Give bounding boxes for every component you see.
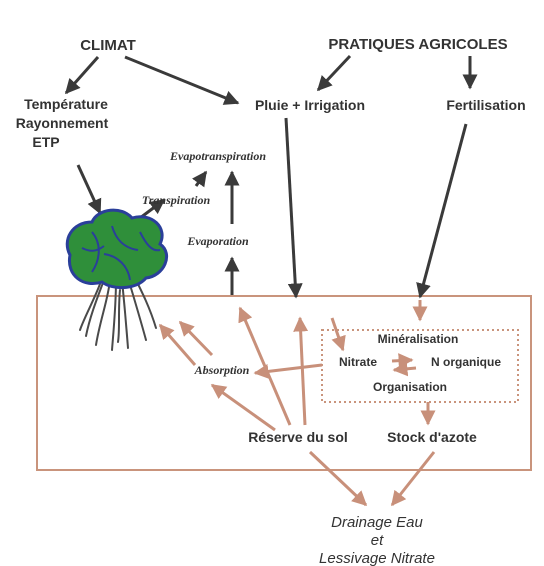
temperature-label: Température	[24, 96, 108, 112]
arrow-climat-to-pluie	[125, 57, 238, 103]
drainage-label: Drainage Eau	[331, 514, 423, 531]
arrow-absorption-to-roots-2	[180, 322, 212, 355]
pratiques-label: PRATIQUES AGRICOLES	[328, 36, 507, 53]
arrow-climat-to-temperature	[66, 57, 98, 93]
arrow-transpiration-to-evapotranspiration	[196, 172, 206, 186]
absorption-label: Absorption	[194, 363, 250, 377]
lessivage-label: Lessivage Nitrate	[319, 550, 435, 566]
arrow-reserve-to-absorption	[212, 385, 275, 430]
evaporation-label: Evaporation	[186, 234, 249, 248]
pluie-label: Pluie + Irrigation	[255, 97, 365, 113]
rayonnement-label: Rayonnement	[16, 115, 109, 131]
transpiration-label: Transpiration	[142, 193, 211, 207]
climat-label: CLIMAT	[80, 37, 136, 54]
arrow-fertilisation-to-soil	[420, 124, 466, 297]
arrow-soil-to-nitrate	[332, 318, 343, 350]
arrow-pratiques-to-pluie	[318, 56, 350, 90]
n-organique-label: N organique	[431, 355, 501, 369]
etp-label: ETP	[32, 134, 59, 150]
arrow-pluie-to-soil	[286, 118, 296, 297]
nitrate-label: Nitrate	[339, 355, 377, 369]
arrow-nitrate-to-norg	[392, 360, 412, 361]
arrow-stock-to-drainage	[392, 452, 434, 505]
evapotranspiration-label: Evapotranspiration	[169, 149, 266, 163]
arrow-norg-to-nitrate	[394, 368, 416, 370]
arrow-reserve-up	[300, 318, 305, 425]
stock-label: Stock d'azote	[387, 429, 477, 445]
fertilisation-label: Fertilisation	[446, 97, 525, 113]
plant-lettuce	[67, 210, 166, 287]
reserve-label: Réserve du sol	[248, 429, 348, 445]
arrow-reserve-to-drainage	[310, 452, 366, 505]
mineralisation-label: Minéralisation	[378, 332, 459, 346]
organisation-label: Organisation	[373, 380, 447, 394]
arrow-climate-to-plant	[78, 165, 100, 213]
drainage-et-label: et	[371, 532, 384, 549]
